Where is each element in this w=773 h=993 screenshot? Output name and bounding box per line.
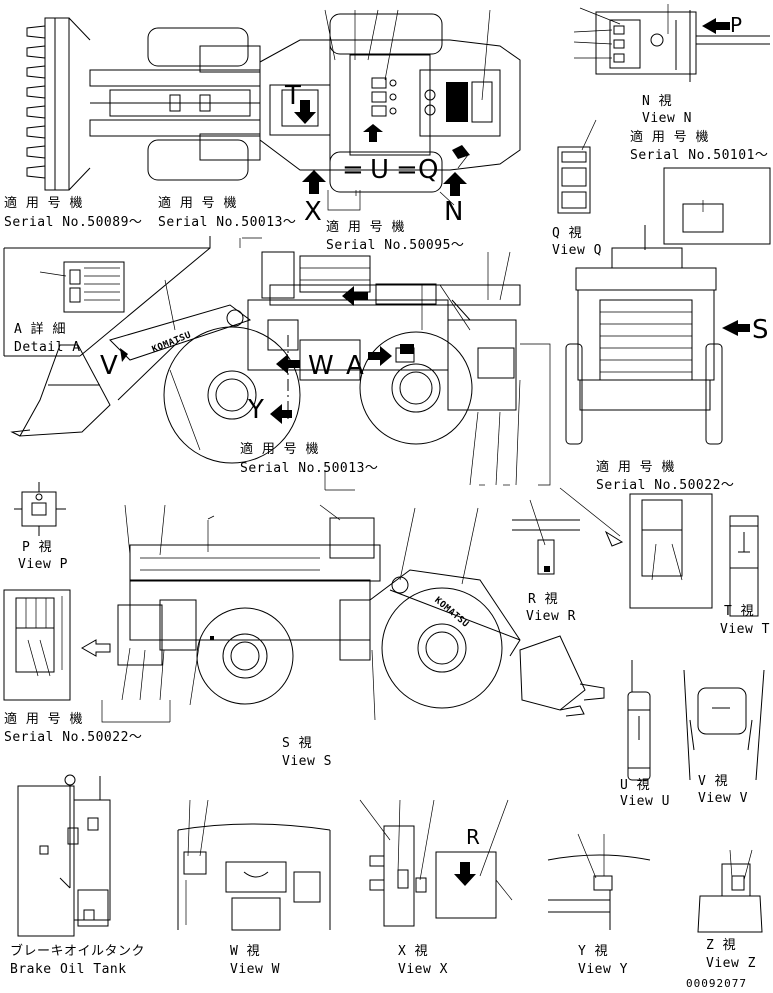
serial-50013a: Serial No.50013～ [158,215,297,230]
view-n-letter-p: P [730,13,743,37]
view-y-drawing [548,834,650,930]
view-x-drawing [360,800,512,926]
brake-oil-tank-drawing [18,775,110,936]
view-p-jp: P 視 [22,540,53,555]
detail-a: Detail A [14,340,81,355]
view-n: View N [642,111,692,126]
view-w-jp: W 視 [230,944,261,959]
view-z-jp: Z 視 [706,938,737,953]
machine-top-view [27,10,520,210]
top-eq-2: = [396,155,418,185]
serial-50013a-jp: 適 用 号 機 [158,196,237,211]
view-t: View T [720,622,770,637]
serial-50013b: Serial No.50013～ [240,461,379,476]
view-z: View Z [706,956,756,971]
view-u-drawing [628,660,650,780]
view-t-drawing [730,516,758,616]
machine-side-view-right [102,505,604,722]
top-letter-x: X [304,197,322,227]
top-eq-1: = [342,155,364,185]
view-p: View P [18,557,68,572]
detail-a-drawing [4,236,210,356]
top-letter-n: N [444,197,464,227]
side-letter-y: Y [248,395,264,425]
top-letter-t: T [285,81,301,111]
view-z-drawing [698,850,762,932]
serial-50022-left-panel [4,590,110,700]
side-letter-v: V [100,351,118,381]
side-letter-a: A [346,351,364,381]
view-v-drawing [684,670,764,780]
view-n-jp: N 視 [642,94,673,109]
serial-50089-jp: 適 用 号 機 [4,196,83,211]
view-x: View X [398,962,448,977]
serial-50101-panel [664,168,770,244]
view-u: View U [620,794,670,809]
serial-50022-right-panel [560,488,712,608]
brake-oil-tank: Brake Oil Tank [10,962,127,977]
serial-50022a: Serial No.50022～ [596,478,735,493]
top-letter-u: U [370,155,390,185]
view-v: View V [698,791,748,806]
view-q: View Q [552,243,602,258]
serial-50022b: Serial No.50022～ [4,730,143,745]
view-v-jp: V 視 [698,774,729,789]
view-p-drawing [14,482,66,536]
serial-50095: Serial No.50095～ [326,238,465,253]
view-r: View R [526,609,576,624]
view-r-drawing [512,500,580,574]
serial-50089: Serial No.50089～ [4,215,143,230]
view-q-drawing [558,120,596,213]
side-letter-w: W [308,351,334,381]
detail-a-jp: A 詳 細 [14,322,66,337]
front-letter-s: S [752,315,769,345]
view-w: View W [230,962,280,977]
view-r-jp: R 視 [528,592,559,607]
serial-50101-jp: 適 用 号 機 [630,130,709,145]
serial-50095-jp: 適 用 号 機 [326,220,405,235]
view-y-jp: Y 視 [578,944,609,959]
view-t-jp: T 視 [724,604,755,619]
top-letter-q: Q [418,155,439,185]
view-n-drawing [574,4,770,82]
view-x-jp: X 視 [398,944,429,959]
machine-front-view [566,225,750,444]
view-w-drawing [178,800,330,930]
serial-50101: Serial No.50101～ [630,148,769,163]
view-y: View Y [578,962,628,977]
machine-side-view-left [12,238,550,490]
view-q-jp: Q 視 [552,226,583,241]
view-x-letter-r: R [466,825,480,849]
view-s: View S [282,754,332,769]
brake-oil-tank-jp: ブレーキオイルタンク [10,944,146,959]
view-u-jp: U 視 [620,778,651,793]
serial-50022a-jp: 適 用 号 機 [596,460,675,475]
serial-50022b-jp: 適 用 号 機 [4,712,83,727]
serial-50013b-jp: 適 用 号 機 [240,442,319,457]
view-s-jp: S 視 [282,736,313,751]
drawing-number: 00092077 [686,977,747,990]
